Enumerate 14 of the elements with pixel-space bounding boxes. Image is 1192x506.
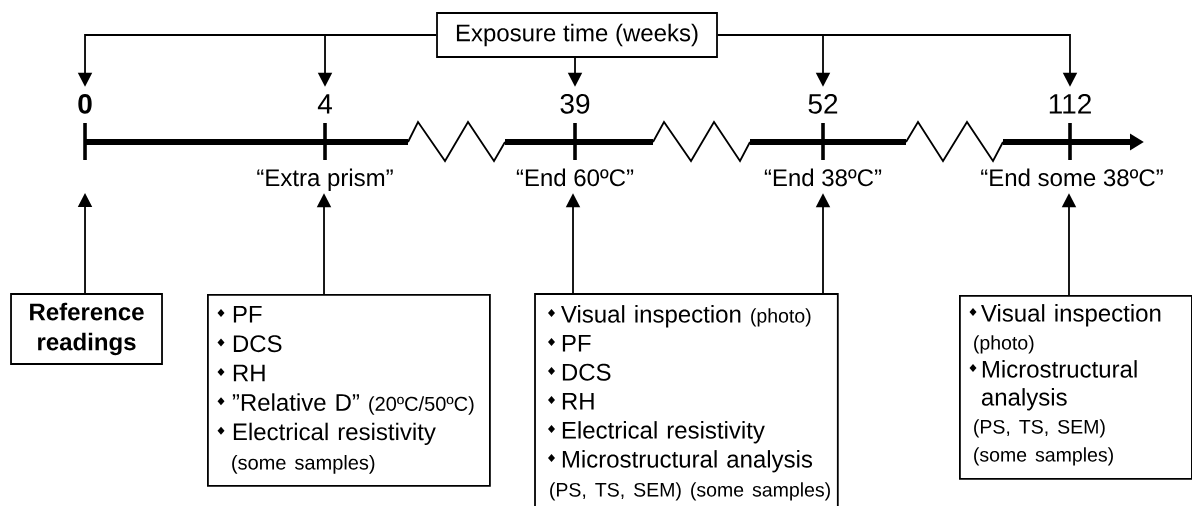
week-number: 112 [1049, 93, 1091, 114]
title-box: Exposure time (weeks) [436, 12, 718, 58]
event-label: “End some 38ºC” [981, 168, 1163, 187]
measurement-box: Visual inspection (photo) PF DCS RH Electrical resistivity Microstructural analysis (PS, TS, SEM) (some samples) [534, 293, 839, 506]
measurement-box: PF DCS RH ”Relative D” (20ºC/50ºC) Electrical resistivity (some samples) [207, 294, 491, 487]
event-label: “End 60ºC” [516, 168, 634, 187]
event-label: “End 38ºC” [764, 168, 882, 187]
week-number: 39 [560, 93, 590, 114]
measurement-box: Visual inspection (photo) Microstructural analysis (PS, TS, SEM) (some samples) [959, 295, 1192, 480]
week-number: 4 [317, 94, 332, 114]
event-label: “Extra prism” [257, 168, 393, 191]
week-number: 52 [808, 93, 838, 114]
week-number: 0 [78, 93, 92, 114]
reference-box: Reference readings [10, 293, 163, 365]
